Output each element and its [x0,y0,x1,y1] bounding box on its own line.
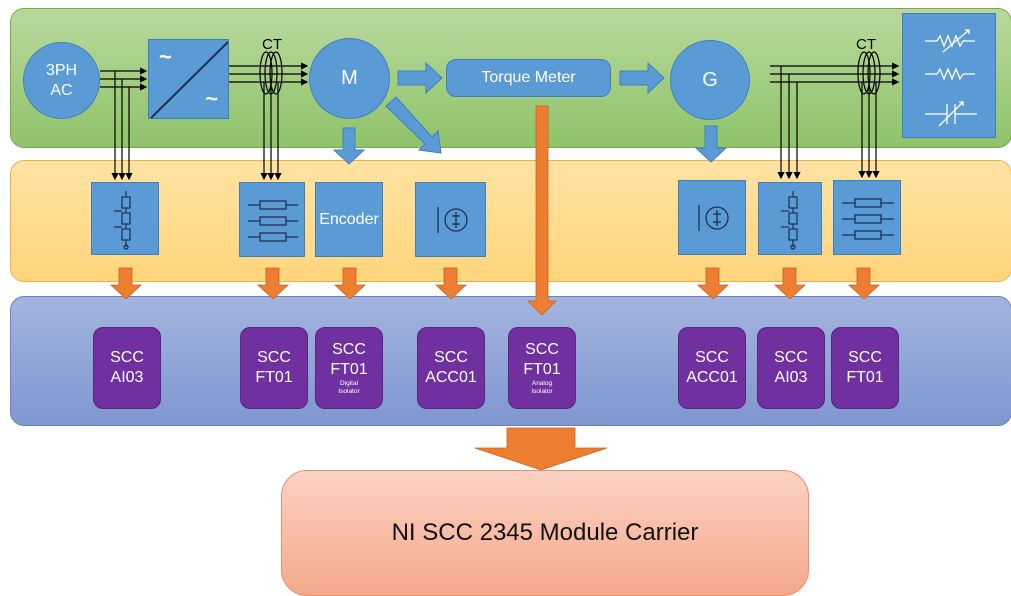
resistor-bank-icon [842,198,894,240]
load-bank-icon [925,29,977,127]
module-sublabel: Digital Isolator [338,380,360,395]
voltage-divider-icon [114,191,131,250]
scc-module-ai03-left: SCC AI03 [93,327,161,409]
voltage-divider-ai-right [758,182,822,255]
scc-module-ft01-left: SCC FT01 [240,327,308,409]
load-bank-block [902,13,996,138]
module-line1: SCC [695,349,729,366]
current-sensor-ft-left [239,182,305,257]
scc-module-ft01-right: SCC FT01 [831,327,899,409]
motor: M [309,38,390,119]
ct-label-generator-side: CT [856,36,876,53]
scc-module-ft01-digital: SCC FT01 Digital Isolator [315,327,383,409]
encoder-label: Encoder [319,210,379,228]
module-line1: SCC [848,349,882,366]
module-line1: SCC [525,341,559,358]
module-line2: FT01 [523,361,561,378]
ct-ring-left [259,51,283,95]
resistor-bank-icon [248,200,298,242]
accelerometer-motor [415,182,486,257]
voltage-divider-ai-left [91,182,159,255]
accelerometer-icon [437,207,468,233]
accelerometer-generator [678,180,746,255]
ct-label-motor-side: CT [262,36,282,53]
module-line2: ACC01 [686,369,738,386]
module-sublabel: Analog Isolator [531,380,553,395]
module-line2: ACC01 [425,369,477,386]
ct-ring-right [857,51,881,95]
module-line2: FT01 [330,361,368,378]
scc-module-ft01-analog: SCC FT01 Analog Isolator [508,327,576,409]
scc-module-acc01-right: SCC ACC01 [678,327,746,409]
module-line1: SCC [774,349,808,366]
vfd-converter-block: ~ ~ [148,39,229,119]
module-line2: AI03 [110,369,144,386]
scc-module-acc01-left: SCC ACC01 [417,327,485,409]
scc-module-ai03-right: SCC AI03 [757,327,825,409]
module-line1: SCC [332,341,366,358]
vfd-ac-symbol-bottom: ~ [205,86,218,111]
accelerometer-icon [698,205,729,231]
module-line2: FT01 [846,369,884,386]
module-line2: AI03 [774,369,808,386]
module-line1: SCC [434,349,468,366]
module-line2: FT01 [255,369,293,386]
module-line1: SCC [257,349,291,366]
vfd-ac-symbol-top: ~ [159,44,172,69]
torque-meter: Torque Meter [446,59,611,97]
module-line1: SCC [110,349,144,366]
encoder-block: Encoder [315,182,383,257]
generator: G [670,40,750,120]
three-phase-ac-source: 3PH AC [23,42,100,119]
module-carrier: NI SCC 2345 Module Carrier [281,470,809,596]
current-sensor-ft-right [833,180,901,255]
voltage-divider-icon [781,191,798,250]
